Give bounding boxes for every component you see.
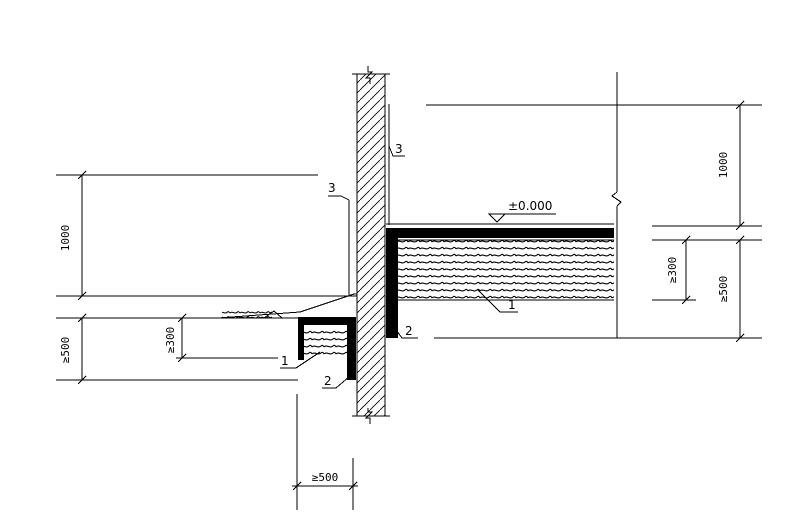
- label-left-wall-finish: 3: [328, 181, 336, 195]
- dim-right-fill: ≥300: [666, 257, 679, 284]
- right-dimensions: 1000 ≥500 ≥300: [426, 100, 762, 343]
- dim-bottom-width: ≥500: [312, 471, 339, 484]
- right-insulation-fill: [398, 240, 614, 300]
- left-dimensions: 1000 ≥500 ≥300: [56, 170, 357, 385]
- dim-left-fill: ≥300: [164, 327, 177, 354]
- label-right-insulation: 1: [508, 298, 516, 312]
- wall: [352, 66, 390, 424]
- left-membrane: [347, 318, 356, 380]
- wall-hatch: [357, 74, 385, 416]
- label-right-wall-finish: 3: [395, 142, 403, 156]
- bottom-dimension: ≥500: [292, 394, 358, 510]
- elevation-mark: ±0.000: [487, 199, 556, 223]
- label-left-insulation: 1: [281, 354, 289, 368]
- dim-left-height: 1000: [59, 225, 72, 252]
- label-right-membrane: 2: [405, 324, 413, 338]
- dim-left-depth: ≥500: [59, 337, 72, 364]
- dim-right-height: 1000: [717, 152, 730, 179]
- right-floor-slab: [386, 72, 622, 338]
- elevation-label: ±0.000: [508, 199, 552, 213]
- label-left-membrane: 2: [324, 374, 332, 388]
- left-ground-surface: [217, 293, 357, 380]
- dim-right-depth: ≥500: [717, 276, 730, 303]
- right-membrane: [386, 238, 398, 338]
- left-insulation-fill: [303, 330, 347, 358]
- leaders: 3 3 1 2 1 2: [280, 142, 518, 389]
